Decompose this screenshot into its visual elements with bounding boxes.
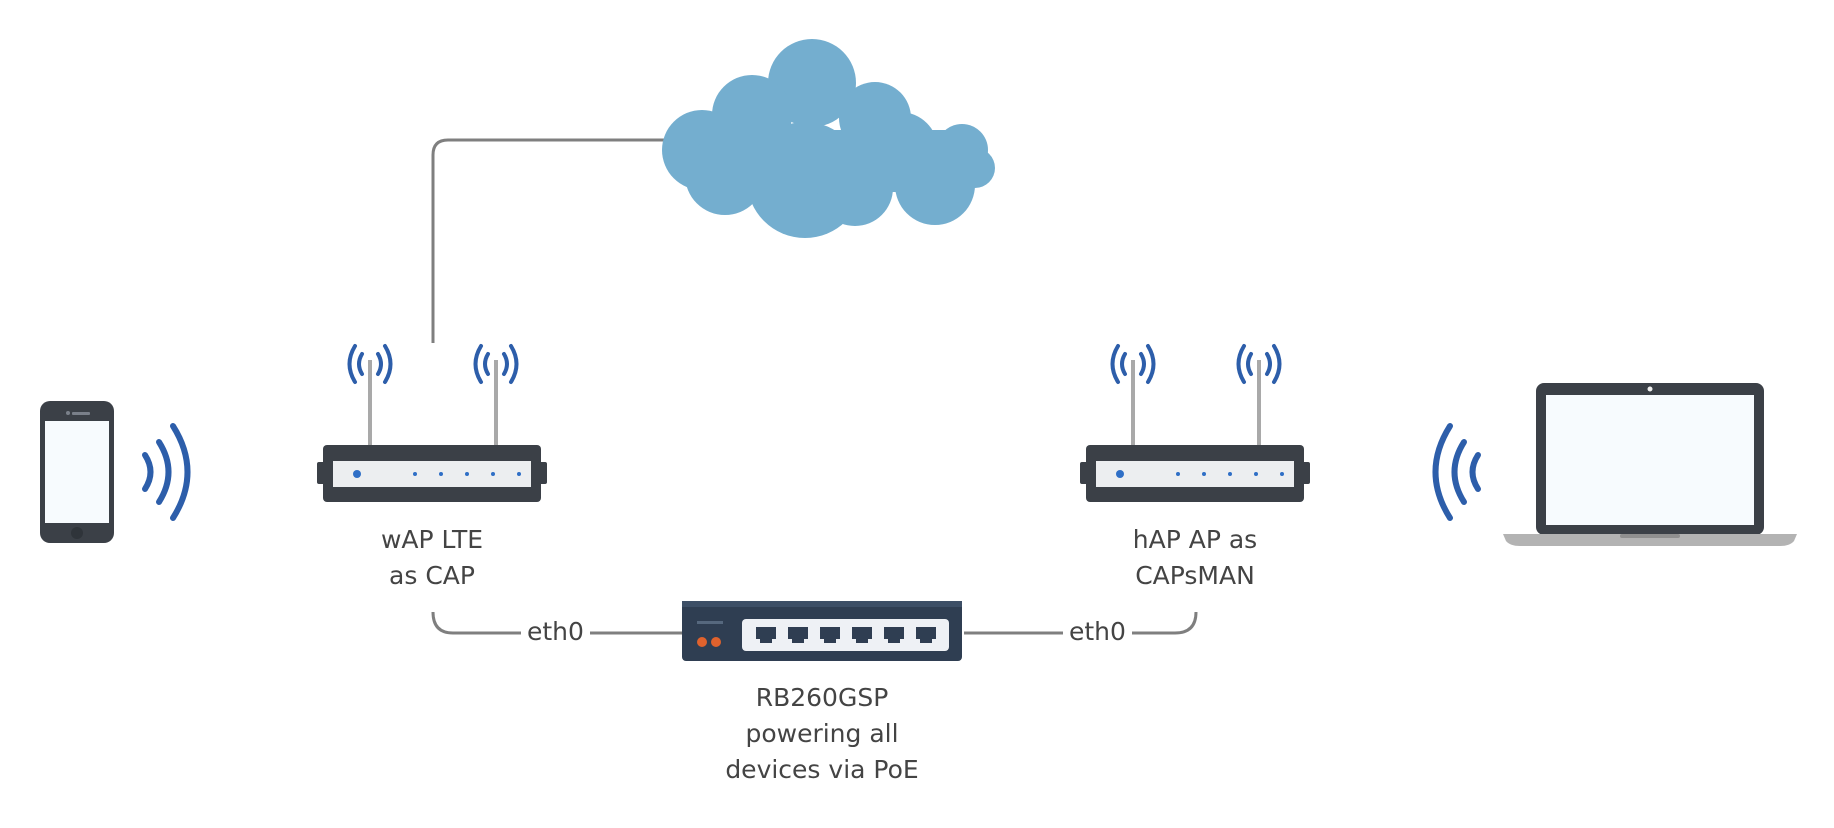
cloud-icon: [662, 39, 995, 238]
antenna-signal-icon: [1110, 344, 1282, 384]
smartphone-icon: [40, 401, 114, 543]
switch-label-line-2: powering all: [745, 719, 899, 748]
left-port-label: eth0: [521, 617, 590, 647]
switch-label-line-3: devices via PoE: [725, 755, 919, 784]
cable-switch-to-hap: [964, 611, 1198, 635]
hap-label: hAP AP as CAPsMAN: [1085, 522, 1305, 594]
router-icon: [1080, 344, 1310, 502]
laptop-icon: [1503, 383, 1797, 546]
switch-label: RB260GSP powering all devices via PoE: [672, 680, 972, 788]
right-port-label: eth0: [1063, 617, 1132, 647]
hap-label-line-1: hAP AP as: [1132, 525, 1258, 554]
switch-icon: [682, 601, 962, 661]
ethernet-ports: [756, 627, 936, 643]
wap-label-line-1: wAP LTE: [380, 525, 484, 554]
antenna-signal-icon: [347, 344, 519, 384]
hap-label-line-2: CAPsMAN: [1135, 561, 1255, 590]
wifi-signal-icon: [142, 423, 191, 521]
cables: [431, 138, 1198, 635]
wap-label: wAP LTE as CAP: [322, 522, 542, 594]
router-icon: [317, 344, 547, 502]
wap-label-line-2: as CAP: [389, 561, 475, 590]
cable-wap-to-switch: [431, 611, 684, 635]
cable-wap-to-internet: [431, 138, 670, 343]
wifi-signal-icon: [1432, 423, 1481, 521]
switch-label-line-1: RB260GSP: [755, 683, 889, 712]
